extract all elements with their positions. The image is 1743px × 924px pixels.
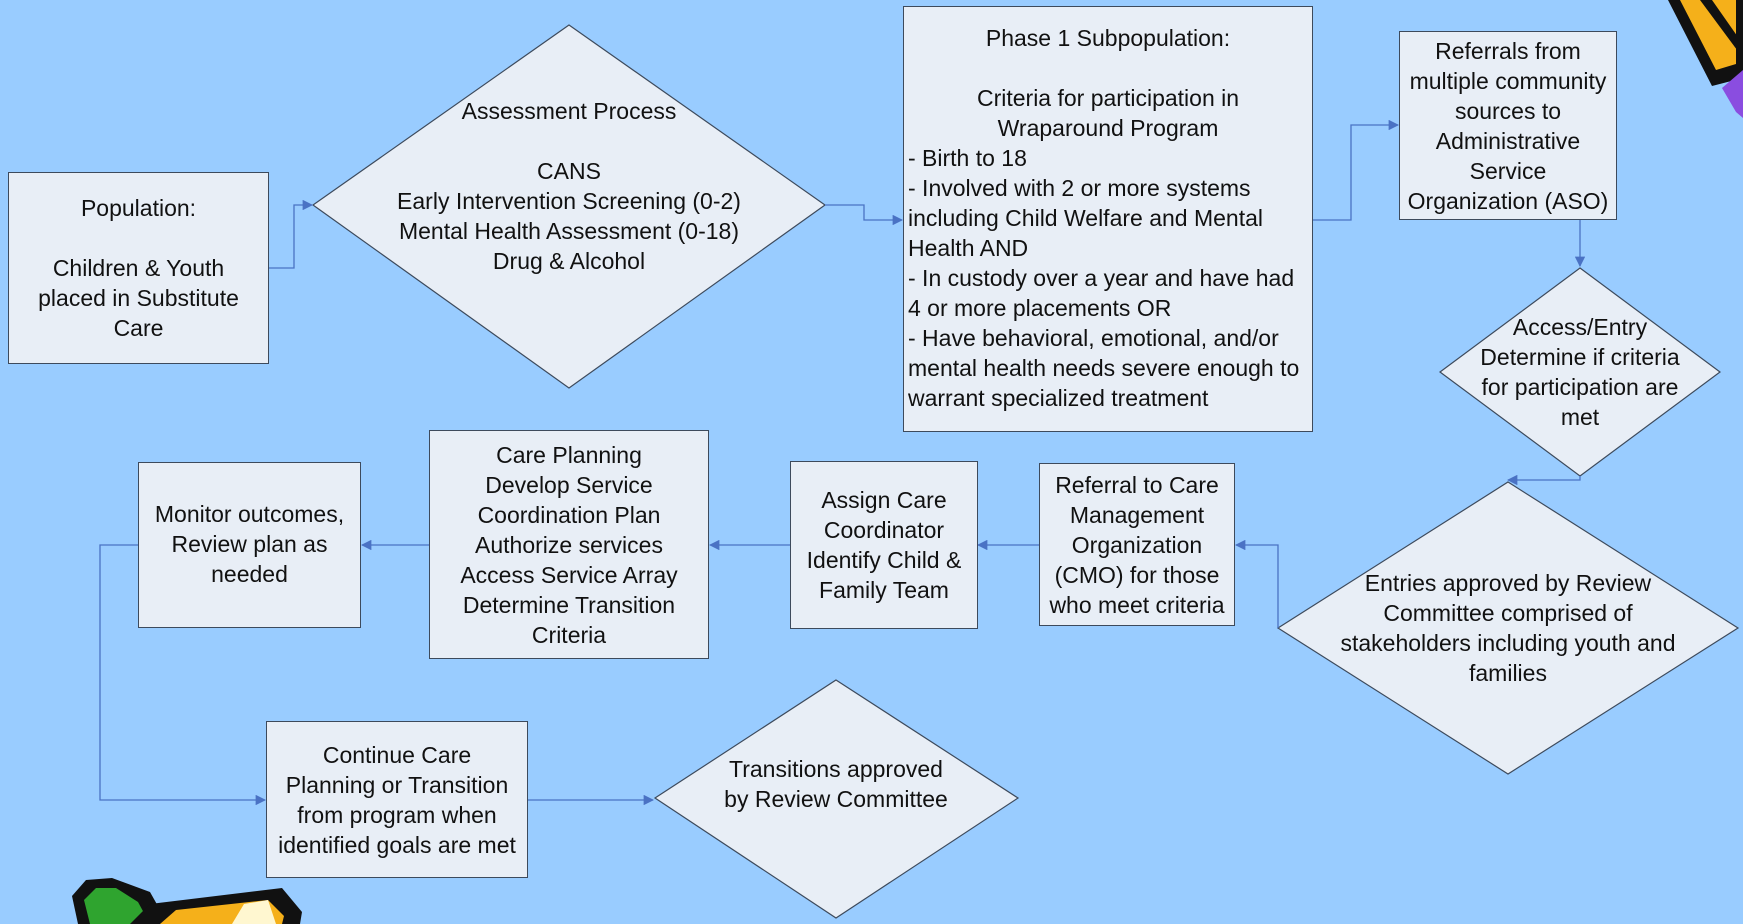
connector-phase1-to-referrals [1312, 119, 1400, 221]
connector-population-to-assessment [268, 199, 314, 269]
phase1-criterion-2: - Involved with 2 or more systems includ… [908, 175, 1263, 261]
phase1-box: Phase 1 Subpopulation: Criteria for part… [903, 6, 1313, 432]
assessment-text-block: Assessment Process CANS Early Interventi… [360, 96, 778, 286]
phase1-subtitle: Criteria for participation in Wraparound… [976, 85, 1240, 141]
continue-care-text: Continue Care Planning or Transition fro… [278, 741, 516, 858]
entries-approved-diamond [1276, 481, 1740, 775]
pencil-clipart-top-right-icon [1668, 0, 1743, 118]
phase1-title: Phase 1 Subpopulation: [985, 25, 1231, 51]
assign-coordinator-text: Assign Care Coordinator Identify Child &… [806, 487, 962, 603]
entries-approved-text: Entries approved by Review Committee com… [1340, 570, 1676, 686]
connector-entries-to-cmo [1234, 539, 1279, 628]
transitions-approved-text: Transitions approved by Review Committee [724, 756, 948, 812]
care-planning-text: Care Planning Develop Service Coordinati… [460, 441, 678, 648]
assessment-diamond [311, 24, 827, 389]
access-entry-text: Access/Entry Determine if criteria for p… [1480, 314, 1680, 430]
population-text: Children & Youth placed in Substitute Ca… [38, 255, 239, 341]
referrals-text: Referrals from multiple community source… [1407, 37, 1609, 214]
connector-assessment-to-phase1 [825, 204, 904, 226]
assessment-heading: Assessment Process [461, 98, 677, 124]
monitor-box: Monitor outcomes, Review plan as needed [138, 462, 361, 628]
referral-cmo-text: Referral to Care Management Organization… [1049, 471, 1225, 618]
continue-care-box: Continue Care Planning or Transition fro… [266, 721, 528, 878]
connector-access-to-entries [1506, 474, 1581, 486]
assessment-items: CANS Early Intervention Screening (0-2) … [397, 158, 741, 274]
assign-coordinator-box: Assign Care Coordinator Identify Child &… [790, 461, 978, 629]
connector-monitor-to-continue [99, 544, 267, 806]
phase1-criterion-1: - Birth to 18 [908, 145, 1027, 171]
care-planning-box: Care Planning Develop Service Coordinati… [429, 430, 709, 659]
transitions-approved-diamond [653, 679, 1020, 919]
referrals-box: Referrals from multiple community source… [1399, 31, 1617, 220]
monitor-text: Monitor outcomes, Review plan as needed [154, 501, 345, 587]
referral-cmo-box: Referral to Care Management Organization… [1039, 463, 1235, 626]
phase1-criterion-3: - In custody over a year and have had 4 … [908, 265, 1295, 321]
pencil-clipart-bottom-left-icon [72, 878, 302, 924]
population-heading: Population: [80, 195, 197, 221]
population-box: Population: Children & Youth placed in S… [8, 172, 269, 364]
phase1-criterion-4: - Have behavioral, emotional, and/or men… [908, 325, 1300, 411]
